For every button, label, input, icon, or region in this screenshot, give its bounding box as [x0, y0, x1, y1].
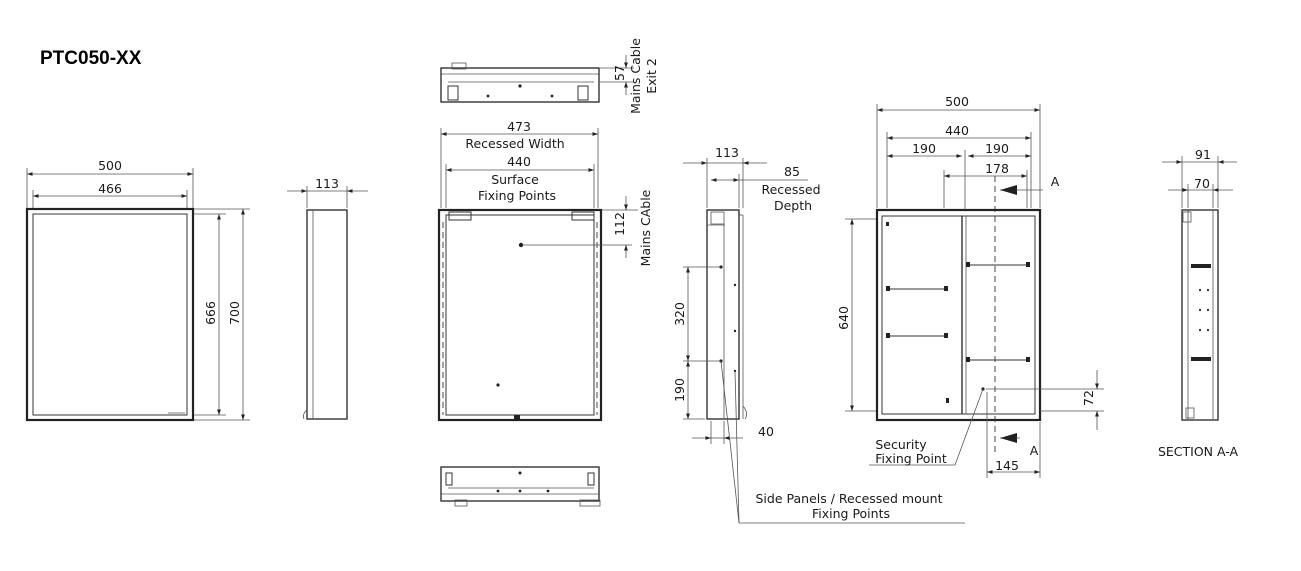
top-cable-label-2: Exit 2	[644, 58, 659, 94]
rear-recessed-width: 473	[507, 119, 531, 134]
section-mark-top: A	[1051, 174, 1060, 189]
bottom-view	[440, 466, 601, 507]
recessed-depth-value: 85	[784, 164, 800, 179]
rear-cable-label: Mains CAble	[638, 189, 653, 266]
front-mirror	[32, 213, 188, 416]
rear-recessed-width-label: Recessed Width	[465, 136, 564, 151]
rear-cable-offset: 112	[612, 212, 627, 236]
side-view: 113	[287, 176, 368, 420]
section-label: SECTION A-A	[1158, 444, 1239, 459]
front-width-outer: 500	[98, 158, 122, 173]
interior-width-440: 440	[945, 123, 969, 138]
side-depth: 113	[315, 176, 339, 191]
side-panels-label-2: Fixing Points	[812, 506, 890, 521]
rear-fixing-label-1: Surface	[491, 172, 539, 187]
rear-fixing-width: 440	[507, 154, 531, 169]
rear-view: 473 Recessed Width 440 Surface Fixing Po…	[437, 119, 653, 422]
rear-fixing-label-2: Fixing Points	[478, 188, 556, 203]
recessed-bottom-40: 40	[758, 424, 774, 439]
interior-view: 500 440 190 190 178 A A 640 72	[836, 94, 1104, 478]
section-depth-91: 91	[1195, 147, 1211, 162]
section-depth-70: 70	[1194, 176, 1210, 191]
security-label-1: Security	[875, 437, 927, 452]
side-body	[306, 209, 348, 420]
front-view: 500 466 666 700	[25, 158, 250, 422]
model-title: PTC050-XX	[40, 48, 142, 69]
recessed-side-depth: 113	[715, 145, 739, 160]
recessed-depth-label-2: Depth	[774, 198, 812, 213]
rear-frame	[437, 208, 603, 422]
front-width-inner: 466	[98, 181, 122, 196]
top-cable-label-1: Mains Cable	[628, 38, 643, 114]
front-height-outer: 700	[227, 301, 242, 325]
interior-frame	[875, 208, 1042, 422]
front-frame-outer	[25, 207, 195, 422]
front-height-inner: 666	[203, 301, 218, 325]
interior-width-500: 500	[945, 94, 969, 109]
interior-width-178: 178	[985, 161, 1009, 176]
interior-width-145: 145	[995, 458, 1019, 473]
interior-height-72: 72	[1081, 390, 1096, 406]
section-view: 91 70 SECTION A-A	[1158, 147, 1239, 459]
recessed-spacing-320: 320	[672, 302, 687, 326]
security-label-2: Fixing Point	[875, 451, 947, 466]
recessed-side-view: 113 85 Recessed Depth 320 190 40 Side Pa…	[672, 145, 965, 524]
recessed-depth-label-1: Recessed	[761, 182, 820, 197]
section-body	[1181, 209, 1219, 421]
top-view: 57 Mains Cable Exit 2	[440, 38, 659, 114]
top-body	[440, 67, 600, 103]
section-mark-bottom: A	[1030, 443, 1039, 458]
interior-right-190: 190	[985, 141, 1009, 156]
side-panels-label-1: Side Panels / Recessed mount	[756, 491, 943, 506]
bottom-body	[440, 466, 600, 502]
recessed-body	[706, 209, 740, 420]
top-cable-offset: 57	[612, 65, 627, 81]
interior-left-190: 190	[912, 141, 936, 156]
interior-height-640: 640	[836, 306, 851, 330]
recessed-spacing-190: 190	[672, 378, 687, 402]
